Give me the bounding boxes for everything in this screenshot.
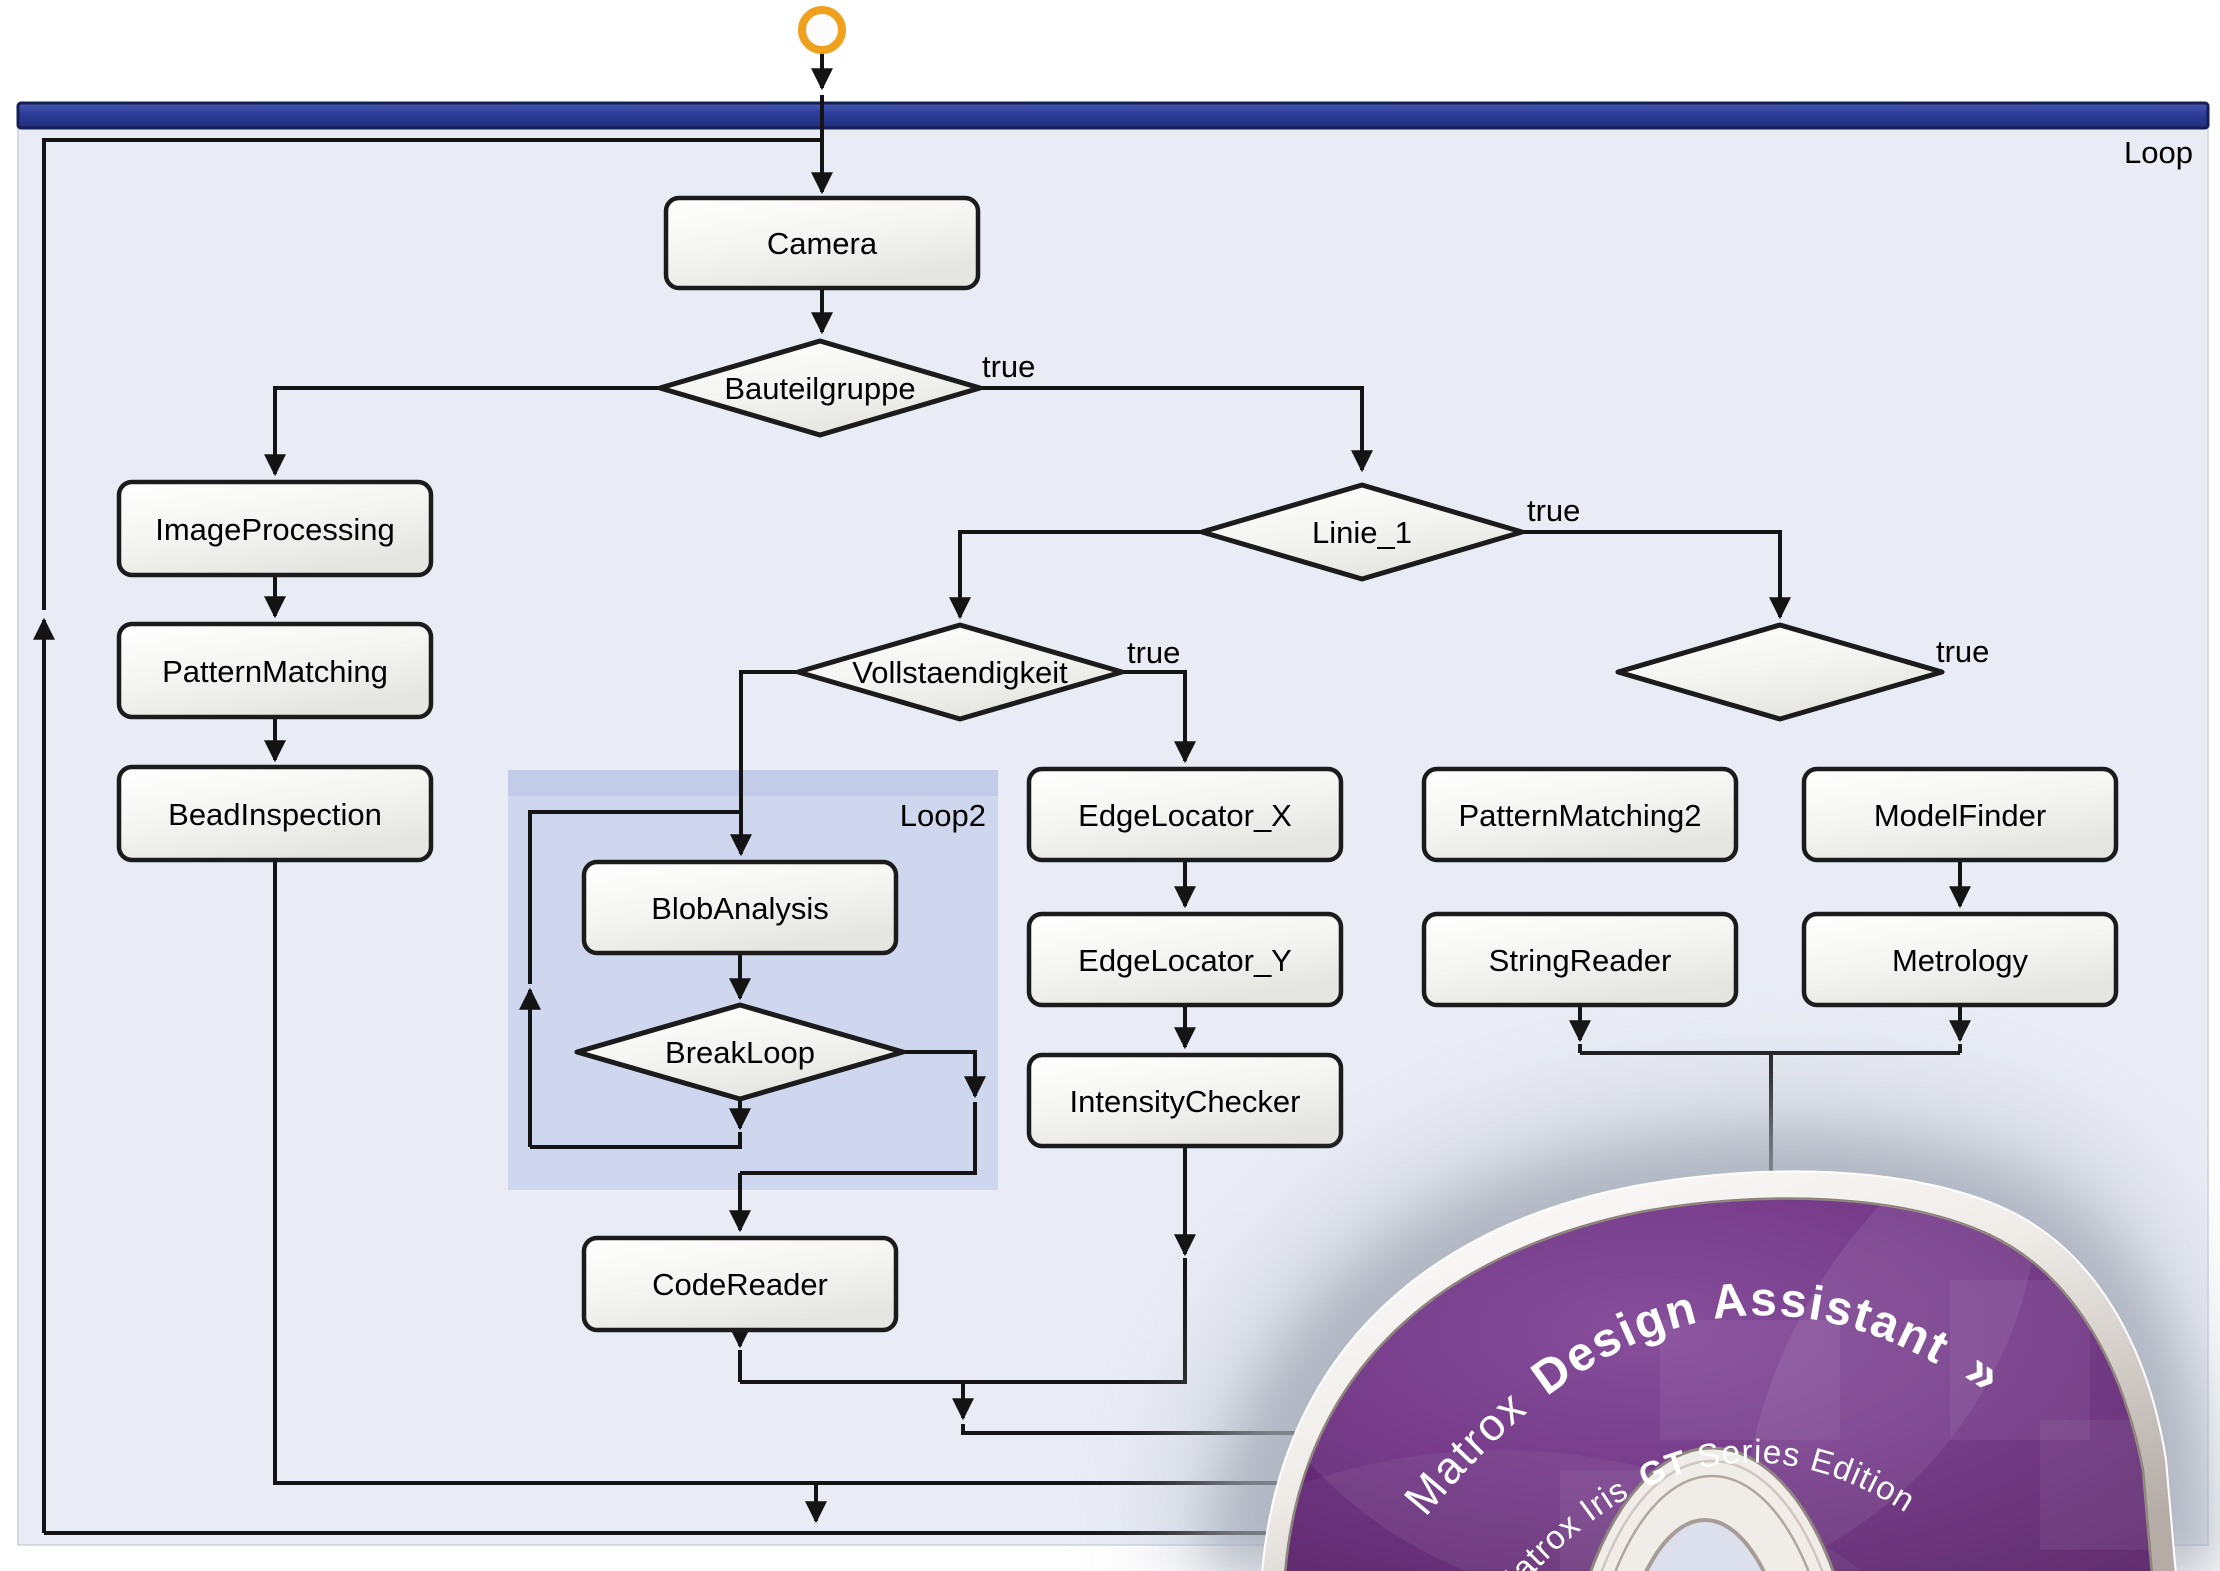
node-model-finder[interactable]: ModelFinder bbox=[1801, 766, 2119, 863]
node-pattern-matching2[interactable]: PatternMatching2 bbox=[1421, 766, 1739, 863]
node-label: StringReader bbox=[1489, 943, 1672, 978]
loop-header-bar bbox=[16, 101, 2210, 130]
node-vollstaendigkeit[interactable]: Vollstaendigkeit bbox=[795, 622, 1125, 722]
branch-label-true: true bbox=[1936, 634, 1989, 669]
loop-label: Loop bbox=[2124, 135, 2193, 170]
start-node-icon[interactable] bbox=[798, 6, 846, 54]
node-label: Bauteilgruppe bbox=[724, 371, 915, 406]
node-label: EdgeLocator_Y bbox=[1078, 943, 1292, 978]
loop2-region: Loop2 bbox=[508, 770, 998, 1190]
node-label: ModelFinder bbox=[1874, 798, 2046, 833]
branch-label-true: true bbox=[1527, 493, 1580, 528]
node-edge-locator-x[interactable]: EdgeLocator_X bbox=[1026, 766, 1344, 863]
connector-edges bbox=[33, 52, 1971, 1535]
node-intensity-checker[interactable]: IntensityChecker bbox=[1026, 1052, 1344, 1149]
node-label: CodeReader bbox=[652, 1267, 828, 1302]
node-break-loop[interactable]: BreakLoop bbox=[574, 1002, 906, 1102]
disc-body bbox=[1284, 1197, 2153, 1571]
node-label: BreakLoop bbox=[665, 1035, 815, 1070]
node-string-reader[interactable]: StringReader bbox=[1421, 911, 1739, 1008]
branch-label-true: true bbox=[1127, 635, 1180, 670]
loop2-header bbox=[508, 770, 998, 796]
node-metrology[interactable]: Metrology bbox=[1801, 911, 2119, 1008]
node-bead-inspection[interactable]: BeadInspection bbox=[116, 764, 434, 863]
node-label: EdgeLocator_X bbox=[1078, 798, 1292, 833]
node-label: IntensityChecker bbox=[1070, 1084, 1301, 1119]
disc-hub bbox=[1560, 1446, 1864, 1571]
node-pattern-matching[interactable]: PatternMatching bbox=[116, 621, 434, 720]
node-label: ImageProcessing bbox=[155, 512, 395, 547]
product-disc: Matrox Design Assistant » Matrox Iris GT… bbox=[1150, 1073, 2220, 1571]
node-code-reader[interactable]: CodeReader bbox=[581, 1235, 899, 1333]
node-label: PatternMatching2 bbox=[1459, 798, 1702, 833]
node-image-processing[interactable]: ImageProcessing bbox=[116, 479, 434, 578]
node-label: BeadInspection bbox=[168, 797, 382, 832]
disc-pattern bbox=[1285, 1198, 2152, 1571]
node-label: Camera bbox=[767, 226, 878, 261]
node-messen[interactable] bbox=[1615, 622, 1945, 722]
node-bauteilgruppe[interactable]: Bauteilgruppe bbox=[657, 338, 983, 438]
loop2-body bbox=[508, 770, 998, 1190]
node-blob-analysis[interactable]: BlobAnalysis bbox=[581, 859, 899, 956]
loop2-label: Loop2 bbox=[900, 798, 986, 833]
node-camera[interactable]: Camera bbox=[663, 195, 981, 291]
node-label: Metrology bbox=[1892, 943, 2029, 978]
node-linie-1[interactable]: Linie_1 bbox=[1199, 482, 1525, 582]
node-label: Vollstaendigkeit bbox=[852, 655, 1068, 690]
node-label: BlobAnalysis bbox=[651, 891, 828, 926]
branch-label-true: true bbox=[982, 349, 1035, 384]
node-label: Linie_1 bbox=[1312, 515, 1412, 550]
node-edge-locator-y[interactable]: EdgeLocator_Y bbox=[1026, 911, 1344, 1008]
node-label: PatternMatching bbox=[162, 654, 388, 689]
